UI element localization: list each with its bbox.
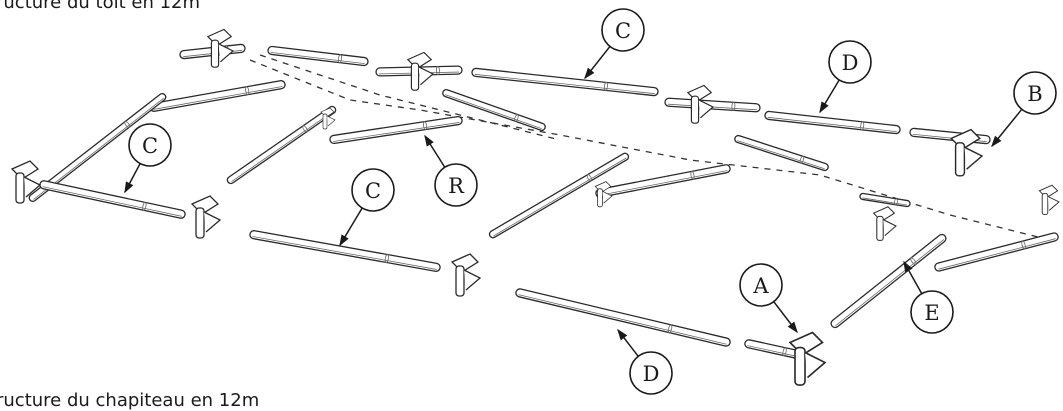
frame-joint (406, 51, 435, 91)
callout-b: B (991, 71, 1057, 148)
frame-pole (488, 152, 630, 239)
frame-joint (594, 181, 613, 208)
callout-letter: E (924, 301, 939, 325)
callout-letter: A (752, 274, 769, 298)
frame-joints (10, 28, 1060, 386)
frame-joint (1038, 184, 1060, 216)
callout-d: D (617, 328, 673, 395)
callout-letter: C (142, 134, 158, 158)
frame-pole (226, 105, 337, 185)
frame-pole (859, 192, 911, 208)
callout-circle (351, 168, 395, 212)
callout-circle (128, 123, 172, 167)
frame-pole (249, 230, 441, 272)
frame-poles (28, 43, 1059, 359)
frame-joint (190, 195, 222, 239)
frame-pole (149, 80, 286, 112)
part-callouts: C D B C C R A E D (124, 8, 1057, 395)
callout-letter: D (842, 51, 859, 75)
callout-c: C (124, 123, 172, 194)
frame-pole (934, 232, 1059, 272)
callout-circle (601, 8, 645, 52)
frame-joint (450, 253, 482, 297)
callout-d: D (819, 40, 872, 114)
frame-joint (10, 160, 42, 204)
callout-circle (434, 163, 478, 207)
tent-structure-caption: ructure du chapiteau en 12m (0, 390, 260, 411)
frame-pole (664, 97, 761, 113)
frame-pole (329, 115, 463, 145)
callout-circle (1013, 71, 1057, 115)
callout-letter: R (448, 174, 465, 198)
frame-joint (788, 331, 827, 386)
callout-circle (739, 263, 783, 307)
frame-pole (595, 164, 731, 198)
callout-c: C (584, 8, 645, 80)
frame-pole (471, 67, 659, 97)
callout-letter: B (1027, 82, 1042, 106)
callout-e: E (903, 260, 954, 334)
frame-pole (515, 288, 731, 347)
callout-a: A (739, 263, 798, 334)
callout-circle (910, 290, 954, 334)
ridge-dashed-lines (249, 54, 1051, 241)
roof-structure-caption: ructure du toit en 12m (0, 0, 201, 13)
callout-letter: D (643, 362, 660, 386)
frame-joint (686, 84, 715, 124)
frame-joint (206, 28, 235, 68)
frame-pole (830, 233, 947, 329)
callout-letter: C (365, 179, 381, 203)
callout-circle (828, 40, 872, 84)
callout-c: C (339, 168, 395, 247)
frame-joint (320, 107, 336, 130)
frame-joint (872, 206, 897, 241)
frame-pole (734, 134, 829, 172)
frame-joint (949, 128, 984, 177)
frame-pole (764, 110, 901, 135)
callout-letter: C (615, 19, 631, 43)
callout-circle (629, 351, 673, 395)
callout-r: R (424, 134, 478, 207)
frame-pole (39, 180, 186, 219)
